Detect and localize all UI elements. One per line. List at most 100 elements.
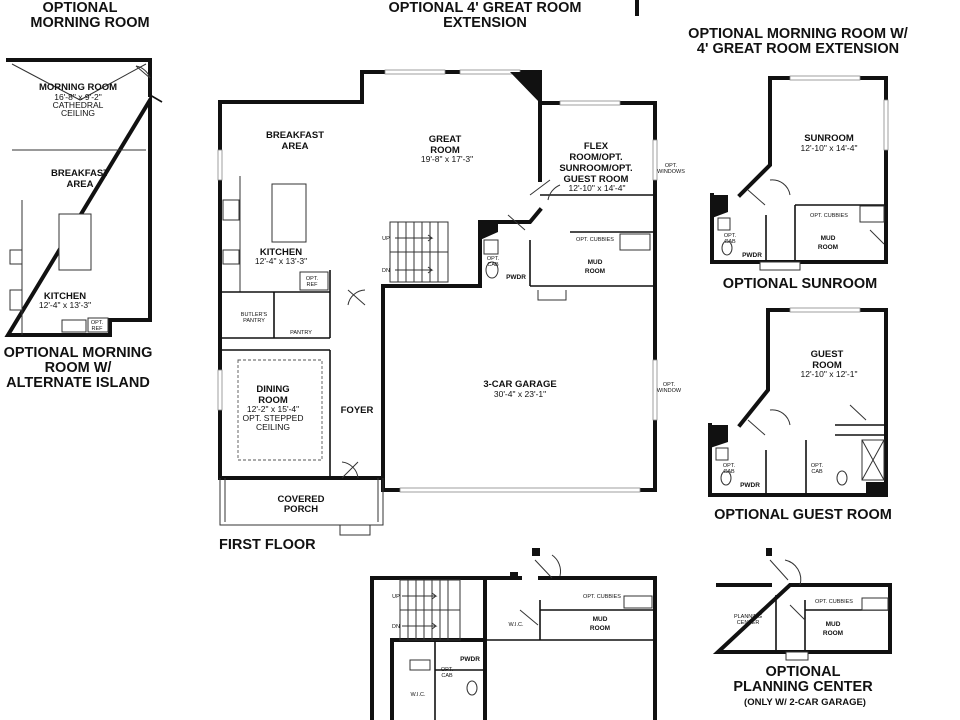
room-label: DINING — [256, 384, 289, 395]
opt-windows-label: WINDOWS — [657, 169, 685, 175]
opt-ref-label: OPT. — [91, 320, 104, 326]
room-dims: CEILING — [61, 108, 95, 118]
opt-cab-label: CAB — [723, 469, 735, 475]
fireplace — [510, 72, 540, 103]
title-line: OPTIONAL MORNING — [4, 345, 153, 361]
room-dims: 12'-10" x 12'-1" — [800, 369, 857, 379]
room-label: PWDR — [460, 656, 480, 663]
opt-cubbies-label: OPT. CUBBIES — [576, 237, 614, 243]
opt-cab-label: OPT. — [723, 463, 736, 469]
opt-morning-island-title: OPTIONAL MORNING ROOM W/ ALTERNATE ISLAN… — [4, 345, 153, 391]
title-line: (ONLY W/ 2-CAR GARAGE) — [744, 697, 866, 708]
room-label: MUD — [826, 621, 841, 628]
room-label: CENTER — [737, 620, 760, 626]
room-label: KITCHEN — [260, 247, 302, 258]
room-dims: CATHEDRAL — [53, 100, 104, 110]
opt-window-label: WINDOW — [657, 388, 682, 394]
opt-cab-label: OPT. — [487, 256, 500, 262]
room-dims: 30'-4" x 23'-1" — [494, 389, 546, 399]
room-label: AREA — [282, 141, 309, 152]
kitchen-island — [271, 183, 307, 243]
opt-morning-room-ext-title: OPTIONAL MORNING ROOM W/ 4' GREAT ROOM E… — [688, 26, 908, 57]
title-line: OPTIONAL — [43, 0, 118, 16]
opt-cab-label: CAB — [724, 239, 736, 245]
room-label: GUEST ROOM — [564, 174, 629, 185]
opt-morning-room-title: OPTIONAL MORNING ROOM — [30, 0, 149, 31]
title-line: ROOM W/ — [45, 360, 112, 376]
guest-room-plan: GUEST ROOM 12'-10" x 12'-1" OPT. CAB PWD… — [708, 307, 888, 497]
room-label: 3-CAR GARAGE — [483, 379, 556, 390]
room-label: PORCH — [284, 504, 318, 515]
stairs — [399, 579, 461, 641]
room-dims: 19'-8" x 17'-3" — [421, 154, 473, 164]
room-label: W.I.C. — [509, 622, 524, 628]
left-morning-room-plan: MORNING ROOM 16'-8" x 9'-2" CATHEDRAL CE… — [4, 58, 163, 337]
room-dims: CEILING — [256, 422, 290, 432]
planning-center-plan: PLANNING CENTER OPT. CUBBIES MUD ROOM — [712, 548, 892, 661]
room-label: BUTLER'S — [241, 312, 268, 318]
room-label: KITCHEN — [44, 291, 86, 302]
room-label: ROOM — [585, 268, 605, 275]
stair-up-label: UP — [382, 236, 390, 242]
title-line: ALTERNATE ISLAND — [6, 375, 150, 391]
room-label: ROOM — [430, 145, 460, 156]
stair-up-label: UP — [392, 594, 400, 600]
room-label: MUD — [588, 259, 603, 266]
room-label: PLANNING — [734, 614, 762, 620]
opt-guest-room-title: OPTIONAL GUEST ROOM — [714, 507, 892, 523]
room-label: PWDR — [740, 482, 760, 489]
room-label: ROOM — [818, 244, 838, 251]
title-line: 4' GREAT ROOM EXTENSION — [697, 41, 899, 57]
room-label: GUEST — [811, 349, 844, 360]
opt-ref-label: REF — [92, 326, 104, 332]
room-dims: 12'-2" x 15'-4" — [247, 404, 299, 414]
room-dims: 12'-4" x 13'-3" — [255, 256, 307, 266]
room-label: PWDR — [506, 274, 526, 281]
room-dims: 12'-10" x 14'-4" — [568, 183, 625, 193]
room-label: PANTRY — [243, 318, 265, 324]
first-floor-title: FIRST FLOOR — [219, 537, 316, 553]
opt-ref-label: REF — [307, 282, 319, 288]
opt-windows-label: OPT. — [665, 163, 678, 169]
room-label: COVERED — [278, 494, 325, 505]
room-label: ROOM/OPT. — [569, 152, 622, 163]
room-label: GREAT — [429, 134, 462, 145]
opt-cab-label: CAB — [441, 673, 453, 679]
title-line: OPTIONAL — [766, 664, 841, 680]
room-label: ROOM — [258, 395, 288, 406]
room-label: ROOM — [823, 630, 843, 637]
stepped-ceiling — [237, 359, 323, 461]
main-first-floor-plan: BREAKFAST AREA GREAT ROOM 19'-8" x 17'-3… — [217, 69, 685, 536]
stair-down-label: DN — [382, 268, 390, 274]
room-dims: 12'-10" x 14'-4" — [800, 143, 857, 153]
sunroom-plan: SUNROOM 12'-10" x 14'-4" OPT. CUBBIES MU… — [710, 75, 889, 271]
title-line: OPTIONAL MORNING ROOM W/ — [688, 26, 908, 42]
room-label: BREAKFAST — [266, 130, 324, 141]
opt-cab-label: CAB — [487, 262, 499, 268]
opt-cab-label: OPT. — [441, 667, 454, 673]
opt-cab-label: OPT. — [811, 463, 824, 469]
opt-cab-label: OPT. — [724, 233, 737, 239]
room-dims: OPT. STEPPED — [243, 413, 304, 423]
room-label: FLEX — [584, 141, 609, 152]
room-label: PWDR — [742, 252, 762, 259]
room-label: MORNING ROOM — [39, 82, 117, 93]
room-label: W.I.C. — [411, 692, 426, 698]
opt-sunroom-title: OPTIONAL SUNROOM — [723, 276, 877, 292]
kitchen-island — [58, 213, 92, 271]
opt-window-label: OPT. — [663, 382, 676, 388]
room-label: SUNROOM — [804, 133, 854, 144]
room-label: AREA — [67, 179, 94, 190]
room-label: ROOM — [812, 360, 842, 371]
room-label: MUD — [593, 616, 608, 623]
stair-down-label: DN — [392, 624, 400, 630]
room-label: MUD — [821, 235, 836, 242]
room-dims: 16'-8" x 9'-2" — [54, 92, 102, 102]
title-line: MORNING ROOM — [30, 15, 149, 31]
room-label: PANTRY — [290, 330, 312, 336]
room-dims: 12'-4" x 13'-3" — [39, 300, 91, 310]
opt-planning-center-title: OPTIONAL PLANNING CENTER (ONLY W/ 2-CAR … — [733, 664, 873, 708]
room-label: FOYER — [341, 405, 374, 416]
opt-great-room-ext-title: OPTIONAL 4' GREAT ROOM EXTENSION — [388, 0, 581, 31]
